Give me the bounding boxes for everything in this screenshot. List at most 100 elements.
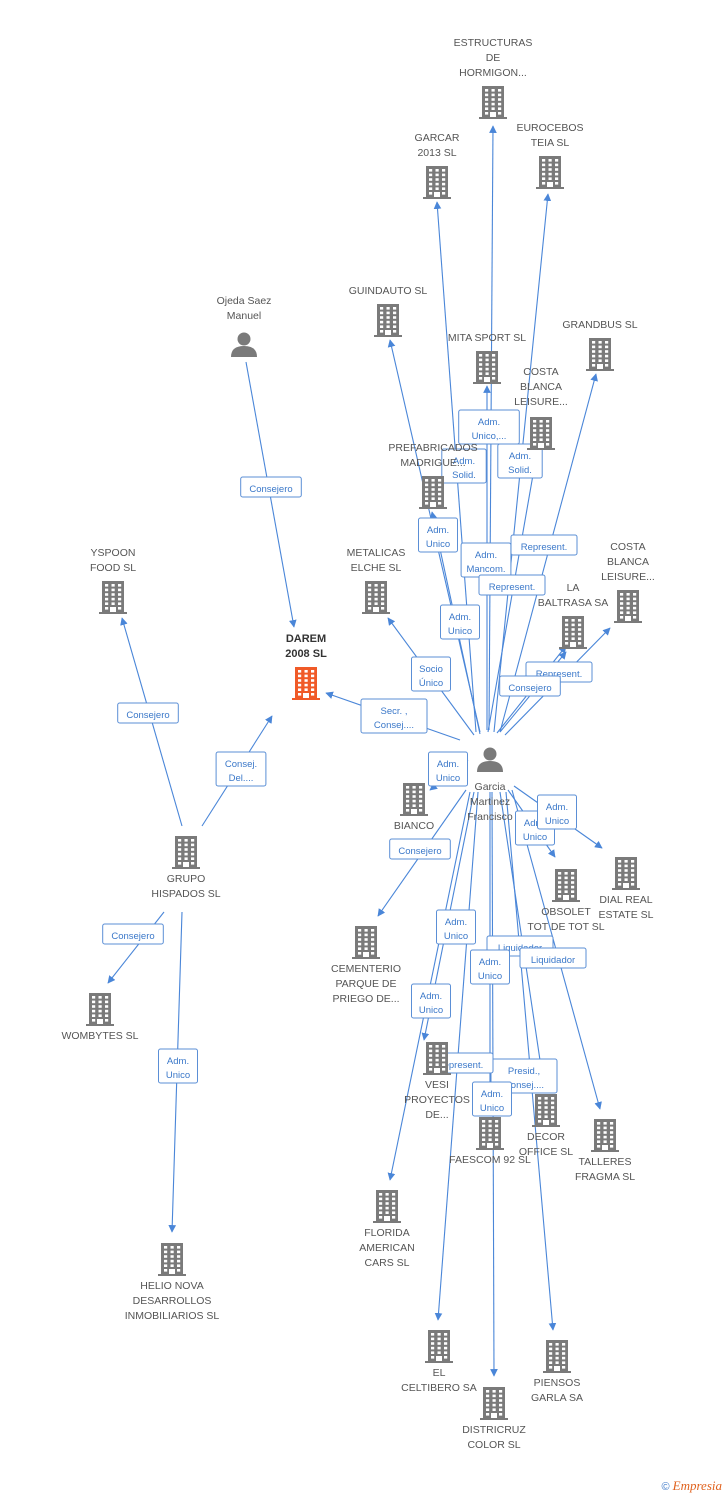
node-label: GARCAR bbox=[415, 132, 460, 144]
node-grandbus[interactable]: GRANDBUS SL bbox=[562, 319, 638, 371]
node-label: BLANCA bbox=[520, 381, 562, 393]
relation-label-text: Adm. bbox=[479, 957, 501, 968]
node-metalicas[interactable]: METALICAS ELCHE SL bbox=[347, 547, 406, 614]
building-icon bbox=[480, 1387, 508, 1420]
node-label: GRANDBUS SL bbox=[562, 319, 637, 331]
node-label: DIAL REAL bbox=[599, 894, 652, 906]
node-wombytes[interactable]: WOMBYTES SL bbox=[61, 993, 139, 1042]
node-prefabricados[interactable]: PREFABRICADOSMADRIGUE... bbox=[388, 442, 478, 509]
relation-label[interactable]: Adm.Mancom. bbox=[460, 542, 512, 578]
relation-label-text: Solid. bbox=[452, 470, 476, 481]
relation-label[interactable]: Adm.Unico bbox=[537, 794, 577, 830]
node-label: FRAGMA SL bbox=[575, 1171, 635, 1183]
node-label: ESTATE SL bbox=[598, 909, 653, 921]
relation-label[interactable]: Adm.Unico bbox=[418, 517, 458, 553]
node-vesi[interactable]: VESIPROYECTOSDE... bbox=[404, 1042, 470, 1121]
edges-layer bbox=[107, 125, 611, 1377]
relation-label[interactable]: Adm. Unico bbox=[436, 909, 476, 945]
relation-label-text: Adm. bbox=[449, 612, 471, 623]
node-mitasport[interactable]: MITA SPORT SL bbox=[448, 332, 526, 384]
node-label: METALICAS bbox=[347, 547, 406, 559]
copyright-icon: © bbox=[661, 1481, 670, 1493]
node-label: DE bbox=[486, 52, 501, 64]
relation-label[interactable]: Consejero bbox=[389, 838, 451, 860]
relation-label-text: Único bbox=[419, 678, 443, 689]
node-label: TEIA SL bbox=[531, 137, 570, 149]
relation-label[interactable]: Represent. bbox=[510, 534, 578, 556]
relation-label[interactable]: Consejero bbox=[102, 923, 164, 945]
relation-label[interactable]: Consejero bbox=[117, 702, 179, 724]
relation-label[interactable]: Adm.Unico bbox=[411, 983, 451, 1019]
relation-label[interactable]: Represent. bbox=[478, 574, 546, 596]
node-costablanca2[interactable]: COSTABLANCALEISURE... bbox=[601, 541, 655, 623]
node-costablanca1[interactable]: COSTABLANCALEISURE... bbox=[514, 366, 568, 450]
relation-label[interactable]: Adm.Unico bbox=[440, 604, 480, 640]
relation-label-text: Consejero bbox=[111, 931, 154, 942]
node-guindauto[interactable]: GUINDAUTO SL bbox=[349, 285, 428, 337]
node-label: ELCHE SL bbox=[351, 562, 402, 574]
relation-label[interactable]: Consej.Del.... bbox=[215, 751, 267, 787]
building-icon bbox=[476, 1117, 504, 1150]
footer-brand[interactable]: © Empresia bbox=[661, 1478, 722, 1494]
relation-label-text: Adm. bbox=[481, 1089, 503, 1100]
node-label: DECOR bbox=[527, 1131, 565, 1143]
edge-grupohispados-wombytes bbox=[107, 911, 165, 984]
building-icon bbox=[423, 166, 451, 199]
node-label: PARQUE DE bbox=[335, 978, 396, 990]
node-bianco[interactable]: BIANCO bbox=[394, 783, 434, 832]
relation-label-text: Adm. bbox=[445, 917, 467, 928]
node-label: CARS SL bbox=[365, 1257, 410, 1269]
relation-label-text: Unico bbox=[444, 931, 468, 942]
building-icon bbox=[425, 1330, 453, 1363]
relation-label[interactable]: Secr. ,Consej.... bbox=[360, 698, 428, 734]
relation-label[interactable]: Consejero bbox=[499, 675, 561, 697]
building-icon bbox=[591, 1119, 619, 1152]
node-label: CELTIBERO SA bbox=[401, 1382, 477, 1394]
relation-label[interactable]: Adm.Unico bbox=[158, 1048, 198, 1084]
node-label: GARLA SA bbox=[531, 1392, 583, 1404]
node-label: GUINDAUTO SL bbox=[349, 285, 428, 297]
relation-label-text: Unico bbox=[419, 1005, 443, 1016]
relation-label[interactable]: Consejero bbox=[240, 476, 302, 498]
building-icon bbox=[362, 581, 390, 614]
building-icon bbox=[292, 667, 320, 700]
relation-label[interactable]: Liquidador bbox=[519, 947, 587, 969]
relation-label[interactable]: Adm.Solid. bbox=[497, 443, 543, 479]
relation-label[interactable]: Adm.Solid. bbox=[441, 448, 487, 484]
node-estructuras[interactable]: ESTRUCTURASDEHORMIGON... bbox=[454, 37, 533, 119]
relation-label[interactable]: Adm.Unico bbox=[428, 751, 468, 787]
relation-label-text: Solid. bbox=[508, 465, 532, 476]
node-label: MADRIGUE... bbox=[400, 457, 465, 469]
relation-label[interactable]: Adm.Unico bbox=[470, 949, 510, 985]
building-icon bbox=[86, 993, 114, 1026]
building-icon bbox=[423, 1042, 451, 1075]
person-icon bbox=[477, 747, 503, 772]
node-label: FOOD SL bbox=[90, 562, 136, 574]
building-icon bbox=[479, 86, 507, 119]
building-icon bbox=[158, 1243, 186, 1276]
relation-label[interactable]: Adm.Unico,... bbox=[458, 409, 520, 445]
relation-label-text: Secr. , bbox=[381, 706, 408, 717]
node-dialreal[interactable]: DIAL REAL ESTATE SL bbox=[598, 857, 654, 921]
relation-label[interactable]: Adm.Unico bbox=[472, 1081, 512, 1117]
relation-label-text: Del.... bbox=[229, 773, 254, 784]
node-faescom[interactable]: FAESCOM 92 SL bbox=[449, 1117, 531, 1166]
